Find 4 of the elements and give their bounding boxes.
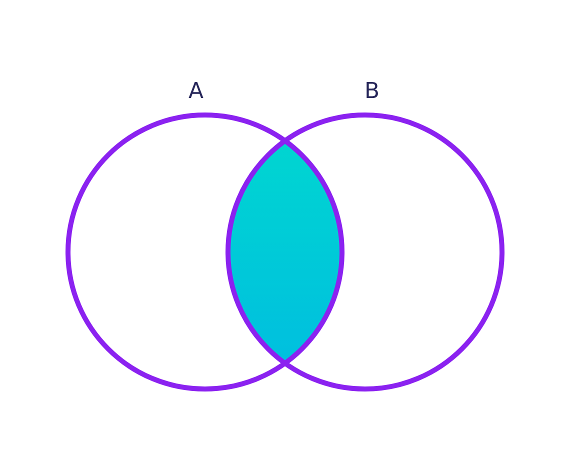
set-circle [66,112,344,392]
set-circle [226,112,504,392]
set-label: B [366,82,378,98]
set-label: A [188,82,204,98]
